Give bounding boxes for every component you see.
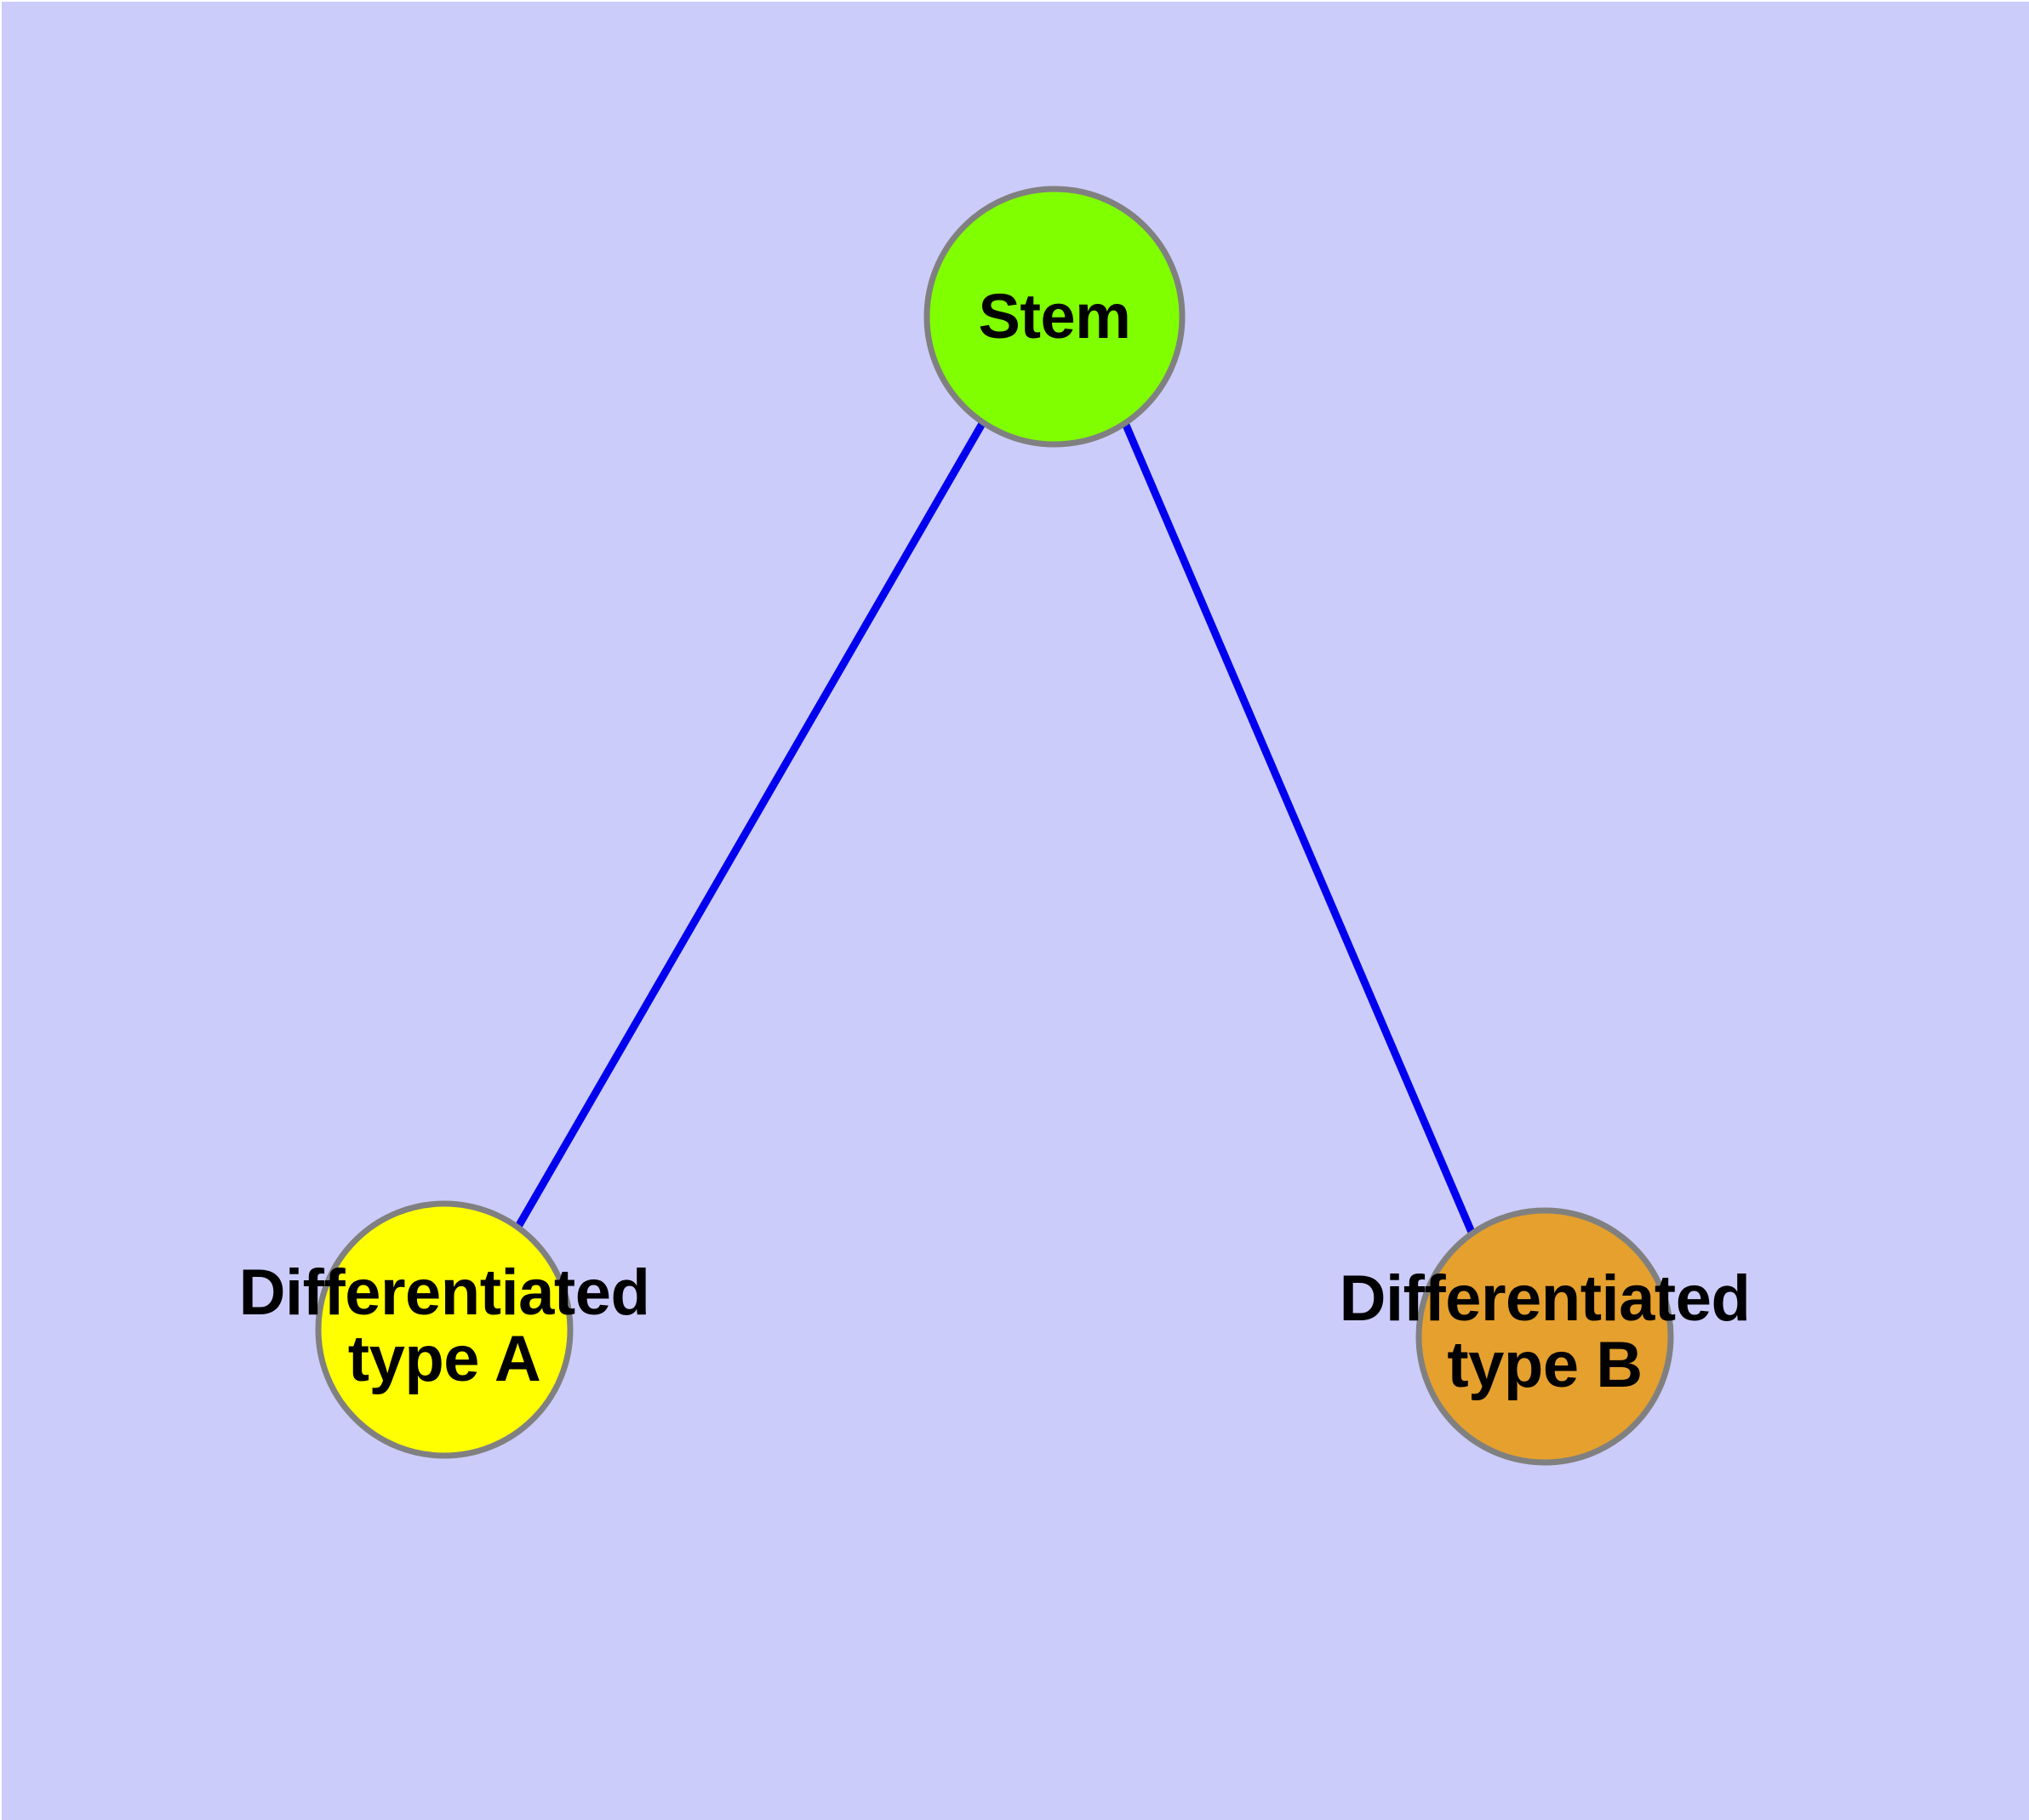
node-layer xyxy=(315,186,1674,1466)
node-stem[interactable] xyxy=(923,186,1186,448)
node-differentiated-type-a[interactable] xyxy=(315,1200,574,1459)
edge-stem-to-differentiated-type-a[interactable] xyxy=(512,420,986,1233)
edge-stem-to-differentiated-type-b[interactable] xyxy=(1121,421,1477,1238)
node-differentiated-type-b[interactable] xyxy=(1415,1207,1674,1466)
edge-layer xyxy=(512,420,1477,1238)
